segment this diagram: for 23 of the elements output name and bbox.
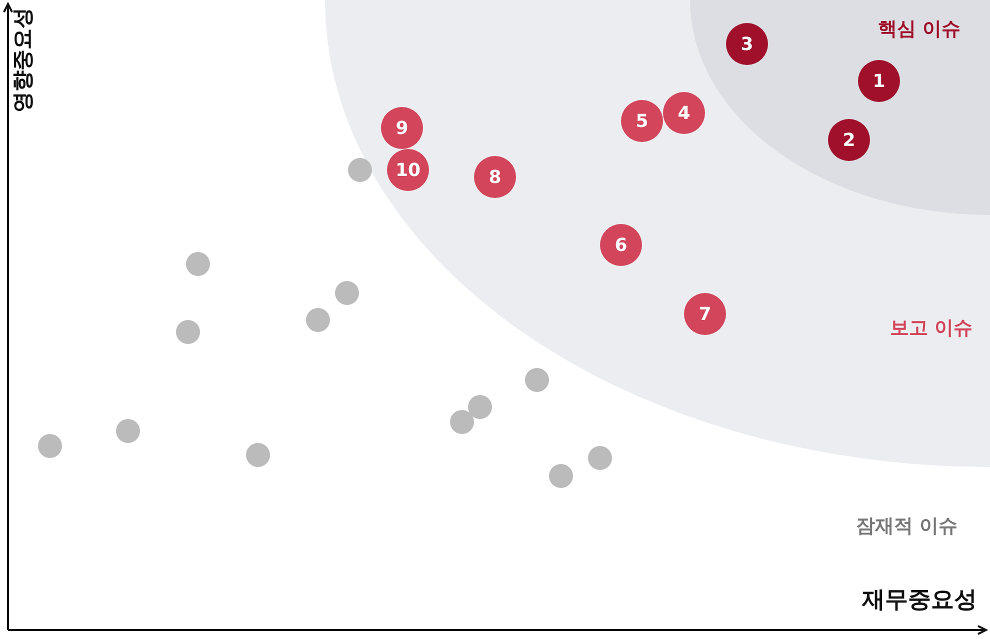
x-axis-title: 재무중요성 [862,586,977,615]
issue-dot [588,446,612,470]
issue-dot [38,434,62,458]
issue-dot [116,419,140,443]
issue-number-marker: 3 [726,23,768,65]
y-axis-title: 영향중요성 [10,8,36,112]
issue-number-marker: 5 [621,100,663,142]
issue-number-marker: 7 [684,293,726,335]
zone-label: 보고 이슈 [890,316,973,341]
issue-number-marker: 2 [828,119,870,161]
zone-label: 잠재적 이슈 [856,514,958,539]
issue-number-marker: 9 [381,107,423,149]
issue-number-marker: 4 [663,92,705,134]
issue-dot [186,252,210,276]
issue-number-marker: 10 [387,149,429,191]
zone-label: 핵심 이슈 [878,17,961,42]
issue-dot [306,308,330,332]
issue-number-marker: 6 [600,224,642,266]
issue-number-marker: 1 [858,60,900,102]
issue-number-marker: 8 [474,156,516,198]
issue-dot [246,443,270,467]
issue-dot [549,464,573,488]
issue-dot [176,320,200,344]
